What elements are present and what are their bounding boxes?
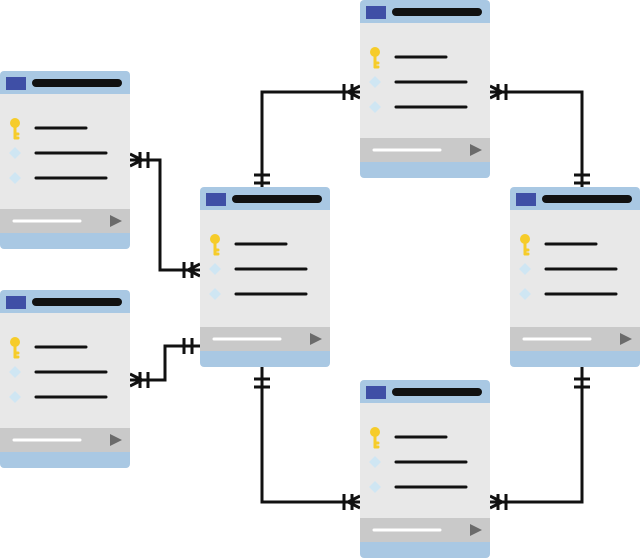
table-header-icon xyxy=(366,6,386,19)
diamond-icon xyxy=(519,263,531,275)
key-icon xyxy=(370,427,380,449)
key-icon xyxy=(210,234,220,256)
relationship-connector xyxy=(489,84,590,187)
key-icon xyxy=(10,337,20,359)
table-left-bottom xyxy=(0,290,130,468)
diamond-icon xyxy=(9,391,21,403)
crowfoot-mark xyxy=(129,152,143,162)
diamond-icon xyxy=(369,481,381,493)
crowfoot-mark xyxy=(129,378,143,388)
diamond-icon xyxy=(369,76,381,88)
crowfoot-mark xyxy=(187,262,201,272)
diamond-icon xyxy=(209,263,221,275)
diamond-icon xyxy=(369,101,381,113)
table-header-icon xyxy=(6,77,26,90)
crowfoot-mark xyxy=(129,158,143,168)
relationship-connector xyxy=(129,152,201,278)
connector-line xyxy=(260,90,360,187)
play-arrow-icon xyxy=(310,333,322,345)
crowfoot-mark xyxy=(489,500,503,510)
connector-line xyxy=(490,367,584,504)
diamond-icon xyxy=(9,147,21,159)
relationship-connector xyxy=(254,84,361,187)
diamond-icon xyxy=(369,456,381,468)
key-icon xyxy=(520,234,530,256)
table-header-icon xyxy=(206,193,226,206)
diamond-icon xyxy=(519,288,531,300)
key-icon xyxy=(10,118,20,140)
key-icon xyxy=(370,47,380,69)
relationship-connector xyxy=(254,367,361,510)
crowfoot-mark xyxy=(489,494,503,504)
table-top xyxy=(360,0,490,178)
table-right xyxy=(510,187,640,367)
table-header-icon xyxy=(516,193,536,206)
crowfoot-mark xyxy=(347,90,361,100)
play-arrow-icon xyxy=(470,144,482,156)
crowfoot-mark xyxy=(347,500,361,510)
table-bottom xyxy=(360,380,490,558)
connector-line xyxy=(130,158,200,272)
diamond-icon xyxy=(9,366,21,378)
table-header-icon xyxy=(366,386,386,399)
crowfoot-mark xyxy=(129,372,143,382)
diamond-icon xyxy=(209,288,221,300)
play-arrow-icon xyxy=(110,215,122,227)
connector-line xyxy=(260,367,360,504)
crowfoot-mark xyxy=(187,268,201,278)
table-center xyxy=(200,187,330,367)
relationship-connector xyxy=(129,338,200,388)
crowfoot-mark xyxy=(489,84,503,94)
connector-line xyxy=(490,90,584,187)
crowfoot-mark xyxy=(347,84,361,94)
table-header-icon xyxy=(6,296,26,309)
crowfoot-mark xyxy=(489,90,503,100)
diamond-icon xyxy=(9,172,21,184)
relationship-connector xyxy=(489,367,590,510)
play-arrow-icon xyxy=(470,524,482,536)
play-arrow-icon xyxy=(110,434,122,446)
table-left-top xyxy=(0,71,130,249)
play-arrow-icon xyxy=(620,333,632,345)
crowfoot-mark xyxy=(347,494,361,504)
